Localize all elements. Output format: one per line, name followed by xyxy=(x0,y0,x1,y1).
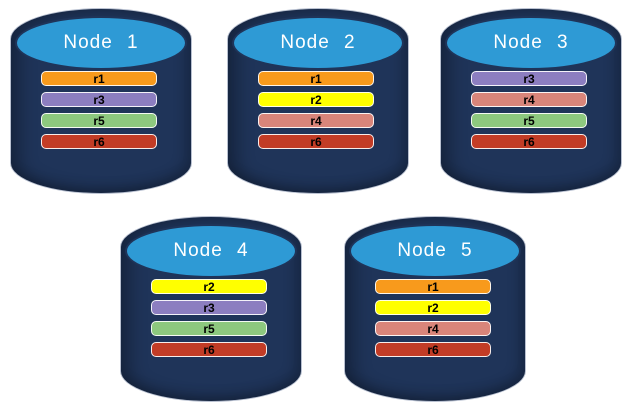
partition-bar-r4: r4 xyxy=(471,92,587,107)
partition-bar-r5: r5 xyxy=(41,113,157,128)
cylinder-top: Node 1 xyxy=(15,16,187,70)
partition-label: r6 xyxy=(427,342,439,357)
partition-bar-r2: r2 xyxy=(151,279,267,294)
partition-label: r5 xyxy=(523,113,535,128)
database-node-4: Node 4 r2 r3 r5 r6 xyxy=(121,217,301,401)
partition-list: r1 r3 r5 r6 xyxy=(41,71,157,149)
partition-label: r2 xyxy=(203,279,215,294)
node-title: Node 4 xyxy=(173,240,249,261)
node-title: Node 5 xyxy=(397,240,473,261)
partition-bar-r2: r2 xyxy=(375,300,491,315)
partition-bar-r1: r1 xyxy=(41,71,157,86)
partition-label: r1 xyxy=(427,279,439,294)
cylinder-top: Node 2 xyxy=(232,16,404,70)
partition-label: r4 xyxy=(523,92,535,107)
partition-label: r6 xyxy=(203,342,215,357)
partition-list: r1 r2 r4 r6 xyxy=(258,71,374,149)
partition-label: r5 xyxy=(93,113,105,128)
node-title: Node 3 xyxy=(493,32,569,53)
partition-label: r6 xyxy=(523,134,535,149)
partition-label: r2 xyxy=(427,300,439,315)
partition-label: r1 xyxy=(93,71,105,86)
cylinder-top: Node 5 xyxy=(349,224,521,278)
partition-label: r6 xyxy=(93,134,105,149)
partition-list: r3 r4 r5 r6 xyxy=(471,71,587,149)
partition-label: r1 xyxy=(310,71,322,86)
partition-bar-r1: r1 xyxy=(375,279,491,294)
partition-bar-r4: r4 xyxy=(375,321,491,336)
partition-bar-r4: r4 xyxy=(258,113,374,128)
partition-label: r3 xyxy=(203,300,215,315)
partition-label: r3 xyxy=(93,92,105,107)
cylinder-top: Node 3 xyxy=(445,16,617,70)
node-title: Node 2 xyxy=(280,32,356,53)
partition-bar-r2: r2 xyxy=(258,92,374,107)
database-node-3: Node 3 r3 r4 r5 r6 xyxy=(441,9,621,193)
partition-bar-r3: r3 xyxy=(471,71,587,86)
cylinder-top: Node 4 xyxy=(125,224,297,278)
partition-bar-r5: r5 xyxy=(151,321,267,336)
partition-label: r5 xyxy=(203,321,215,336)
partition-bar-r5: r5 xyxy=(471,113,587,128)
partition-label: r4 xyxy=(427,321,439,336)
partition-label: r2 xyxy=(310,92,322,107)
database-node-5: Node 5 r1 r2 r4 r6 xyxy=(345,217,525,401)
node-title: Node 1 xyxy=(63,32,139,53)
partition-bar-r6: r6 xyxy=(471,134,587,149)
partition-label: r3 xyxy=(523,71,535,86)
database-node-1: Node 1 r1 r3 r5 r6 xyxy=(11,9,191,193)
partition-bar-r6: r6 xyxy=(41,134,157,149)
partition-bar-r3: r3 xyxy=(151,300,267,315)
partition-bar-r6: r6 xyxy=(151,342,267,357)
partition-list: r2 r3 r5 r6 xyxy=(151,279,267,357)
database-node-2: Node 2 r1 r2 r4 r6 xyxy=(228,9,408,193)
partition-bar-r1: r1 xyxy=(258,71,374,86)
partition-bar-r6: r6 xyxy=(258,134,374,149)
partition-label: r4 xyxy=(310,113,322,128)
partition-bar-r6: r6 xyxy=(375,342,491,357)
partition-bar-r3: r3 xyxy=(41,92,157,107)
partition-label: r6 xyxy=(310,134,322,149)
partition-list: r1 r2 r4 r6 xyxy=(375,279,491,357)
